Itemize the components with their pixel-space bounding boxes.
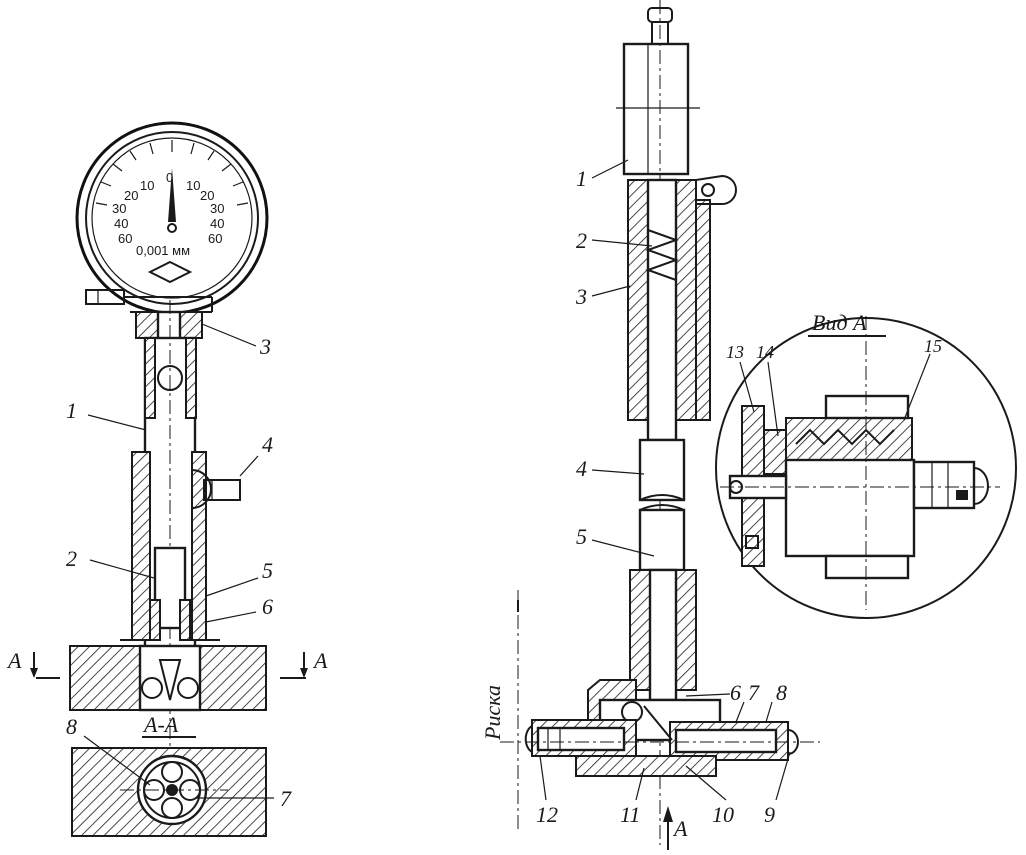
right-figure: А Риска 1 2 3 4 5 6 7 8 9 10 11 <box>480 0 820 850</box>
left-callout-1: 1 <box>66 398 77 423</box>
right-callout-9: 9 <box>764 802 775 827</box>
left-base-plate: A A <box>6 644 328 712</box>
view-callout-14: 14 <box>756 342 774 362</box>
left-callout-5: 5 <box>262 558 273 583</box>
right-upper-holder <box>627 174 737 442</box>
section-callout-7: 7 <box>280 786 292 811</box>
dial-left-10: 10 <box>140 178 154 193</box>
right-callout-11: 11 <box>620 802 640 827</box>
right-shaft <box>638 438 686 572</box>
view-a-detail: Вид А 13 14 15 <box>715 310 1017 619</box>
section-mark-right: A <box>312 648 328 673</box>
left-callout-2: 2 <box>66 546 77 571</box>
left-callout-4: 4 <box>262 432 273 457</box>
dial-right-10: 10 <box>186 178 200 193</box>
section-aa: А-А <box>71 712 267 837</box>
section-mark-left: A <box>6 648 22 673</box>
right-head: А Риска <box>480 590 820 850</box>
view-callout-15: 15 <box>924 336 942 356</box>
reference-mark: Риска <box>480 685 505 741</box>
view-callout-13: 13 <box>726 342 744 362</box>
left-callouts: 1 2 3 4 5 6 8 7 <box>66 323 292 811</box>
dial-right-20: 20 <box>200 188 214 203</box>
right-callouts: 1 2 3 4 5 6 7 8 9 10 11 12 <box>536 159 791 827</box>
dial-left-20: 20 <box>124 188 138 203</box>
right-callout-4: 4 <box>576 456 587 481</box>
dial-left-60: 60 <box>118 231 132 246</box>
view-title: Вид А <box>812 310 867 335</box>
right-callout-10: 10 <box>712 802 734 827</box>
right-callout-6: 6 <box>730 680 741 705</box>
left-callout-6: 6 <box>262 594 273 619</box>
dial-right-30: 30 <box>210 201 224 216</box>
right-callout-7: 7 <box>748 680 760 705</box>
left-stem <box>120 300 241 830</box>
dial-left-40: 40 <box>114 216 128 231</box>
right-callout-12: 12 <box>536 802 558 827</box>
right-lower-holder <box>629 568 697 702</box>
right-callout-8: 8 <box>776 680 787 705</box>
view-arrow-label: А <box>672 816 688 841</box>
right-callout-2: 2 <box>576 228 587 253</box>
section-title: А-А <box>142 712 179 737</box>
right-callout-3: 3 <box>575 284 587 309</box>
dial-right-60: 60 <box>208 231 222 246</box>
dial-left-30: 30 <box>112 201 126 216</box>
dial-zero: 0 <box>166 170 173 185</box>
dial-indicator: 0 10 20 30 40 60 10 20 30 40 60 0,001 мм <box>75 121 269 315</box>
dial-right-40: 40 <box>210 216 224 231</box>
left-callout-3: 3 <box>259 334 271 359</box>
right-callout-1: 1 <box>576 166 587 191</box>
section-callout-8: 8 <box>66 714 77 739</box>
right-callout-5: 5 <box>576 524 587 549</box>
left-figure: 0 10 20 30 40 60 10 20 30 40 60 0,001 мм <box>6 121 328 837</box>
dial-unit: 0,001 мм <box>136 243 190 258</box>
